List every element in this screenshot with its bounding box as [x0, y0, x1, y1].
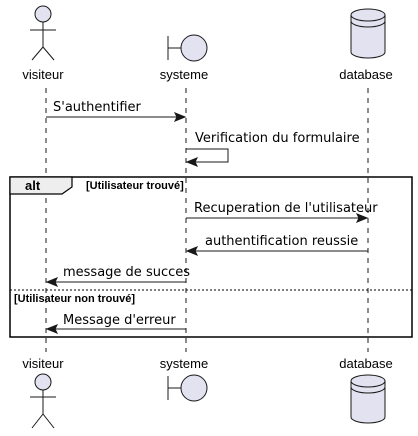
boundary-icon: [167, 374, 208, 402]
participant-label-database: database: [339, 67, 393, 82]
message-erreur: Message d'erreur: [45, 313, 186, 334]
participant-database-bottom: database: [339, 356, 393, 424]
alt-fragment: alt [Utilisateur trouvé] [Utilisateur no…: [9, 176, 413, 338]
participant-visiteur-top: visiteur: [22, 5, 64, 82]
message-label: S'authentifier: [53, 100, 142, 115]
participant-visiteur-bottom: visiteur: [22, 356, 64, 429]
alt-keyword: alt: [25, 178, 41, 193]
message-verification-self: Verification du formulaire: [185, 131, 360, 167]
alt-frame: [9, 176, 413, 338]
boundary-icon: [167, 34, 208, 62]
database-icon: [350, 8, 386, 59]
message-label: Message d'erreur: [63, 313, 176, 328]
actor-icon: [30, 5, 56, 61]
participant-systeme-bottom: systeme: [160, 356, 208, 402]
message-authentifier: S'authentifier: [46, 100, 187, 122]
message-succes: message de succes: [45, 265, 190, 287]
message-label: message de succes: [63, 265, 190, 280]
participant-label-systeme: systeme: [160, 67, 208, 82]
message-label: authentification reussie: [205, 234, 358, 249]
participant-label-database: database: [339, 356, 393, 371]
alt-tab: [9, 176, 73, 195]
alt-guard-not-found: [Utilisateur non trouvé]: [14, 293, 135, 305]
participant-label-visiteur: visiteur: [22, 67, 64, 82]
participant-label-systeme: systeme: [160, 356, 208, 371]
message-label: Verification du formulaire: [195, 131, 360, 146]
participant-database-top: database: [339, 8, 393, 82]
message-authentification-reussie: authentification reussie: [185, 234, 368, 256]
alt-guard-found: [Utilisateur trouvé]: [86, 180, 184, 192]
database-icon: [350, 374, 386, 424]
actor-icon: [30, 373, 56, 429]
message-label: Recuperation de l'utilisateur: [194, 201, 378, 216]
message-recuperation: Recuperation de l'utilisateur: [186, 201, 378, 223]
participant-systeme-top: systeme: [160, 34, 208, 82]
participant-label-visiteur: visiteur: [22, 356, 64, 371]
